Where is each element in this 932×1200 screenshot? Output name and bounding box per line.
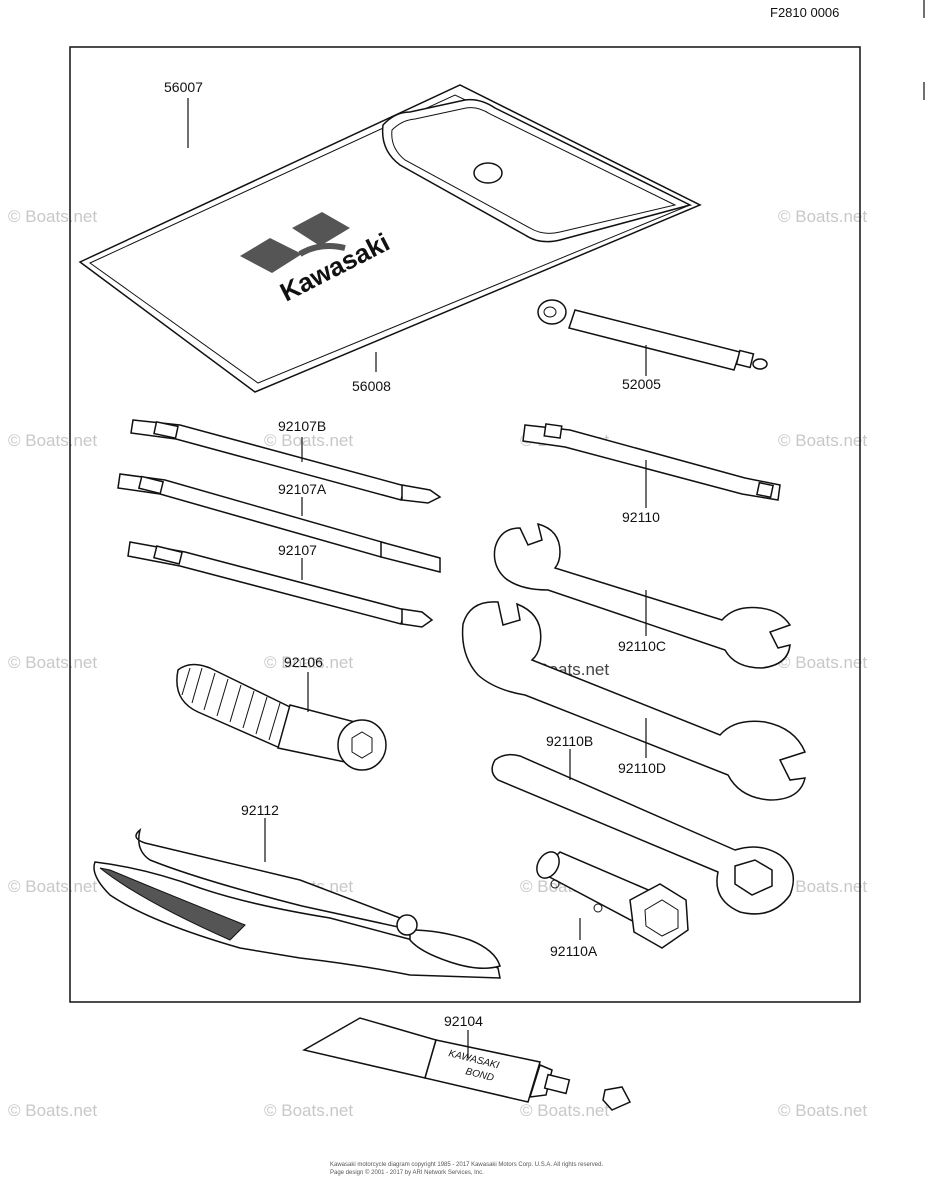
screwdriver-slot xyxy=(137,475,165,495)
wrench-92110[interactable] xyxy=(522,423,781,501)
wrench-body xyxy=(461,601,807,801)
part-label-92107b[interactable]: 92107B xyxy=(278,418,326,434)
grip-ridge xyxy=(203,672,216,711)
part-label-92107[interactable]: 92107 xyxy=(278,542,317,558)
watermark: © Boats.net xyxy=(8,653,97,672)
hex-opening xyxy=(351,731,373,759)
tire-pressure-gauge[interactable] xyxy=(537,299,768,371)
spanner-hole xyxy=(550,879,560,889)
footer-page-design: Page design © 2001 - 2017 by ARI Network… xyxy=(330,1169,484,1176)
open-end-wrench-92110d[interactable] xyxy=(461,601,807,801)
screwdriver-shaft xyxy=(130,419,406,501)
pliers-grip-texture xyxy=(99,867,246,941)
gauge-tip xyxy=(735,349,755,369)
part-label-92110[interactable]: 92110 xyxy=(622,509,660,525)
screwdriver-92107a[interactable] xyxy=(117,473,441,573)
watermark: © Boats.net xyxy=(8,207,97,226)
grip-ridge xyxy=(255,696,268,735)
watermark: © Boats.net xyxy=(778,877,867,896)
watermark: © Boats.net xyxy=(8,431,97,450)
part-label-52005[interactable]: 52005 xyxy=(622,376,661,392)
logo-mark-curve xyxy=(298,243,346,257)
part-label-92106[interactable]: 92106 xyxy=(284,654,323,670)
hex-opening xyxy=(644,899,679,937)
wrench-slot xyxy=(543,423,563,439)
part-label-92110c[interactable]: 92110C xyxy=(618,638,666,654)
pliers-upper-handle xyxy=(135,828,413,931)
logo-mark-right xyxy=(292,212,350,246)
pouch-flap-stitch xyxy=(391,107,677,234)
grip-ridge xyxy=(242,690,255,729)
part-label-92104[interactable]: 92104 xyxy=(444,1013,483,1029)
logo-mark-left xyxy=(240,238,302,273)
gauge-head xyxy=(537,299,567,325)
part-label-92110d[interactable]: 92110D xyxy=(618,760,666,776)
wrench-handle xyxy=(522,424,781,501)
screwdriver-92107b[interactable] xyxy=(130,419,442,504)
pliers-92112[interactable] xyxy=(93,828,501,979)
bond-tube-92104[interactable]: KAWASAKI BOND xyxy=(301,1017,632,1111)
tool-pouch[interactable]: Kawasaki xyxy=(78,84,702,393)
hex-box-end xyxy=(734,859,773,896)
screwdriver-slot xyxy=(153,545,183,565)
phillips-tip xyxy=(401,484,442,504)
watermark: © Boats.net xyxy=(264,653,353,672)
tube-nozzle xyxy=(543,1073,571,1095)
screwdriver-slot xyxy=(153,420,179,440)
grip-ridge xyxy=(229,684,242,723)
grip-ridge xyxy=(181,667,191,696)
watermark: © Boats.net xyxy=(778,1101,867,1120)
watermark: © Boats.net xyxy=(264,431,353,450)
phillips-tip xyxy=(401,608,434,628)
pliers-jaw xyxy=(409,929,501,969)
pliers-lower-handle xyxy=(93,861,501,979)
wrench-body xyxy=(491,753,795,915)
pouch-flap xyxy=(381,98,693,243)
watermark: © Boats.net xyxy=(778,653,867,672)
grip-ridge xyxy=(268,702,281,741)
driver-handle-92106[interactable] xyxy=(176,663,387,771)
box-spanner-92110a[interactable] xyxy=(532,848,689,949)
diagram-frame xyxy=(69,46,861,1003)
part-label-92110a[interactable]: 92110A xyxy=(550,943,598,959)
watermark: © Boats.net xyxy=(8,1101,97,1120)
watermark: © Boats.net xyxy=(778,431,867,450)
spanner-small-end xyxy=(536,851,560,879)
watermark: © Boats.net xyxy=(520,1101,609,1120)
part-label-92112[interactable]: 92112 xyxy=(241,802,279,818)
wrench-body xyxy=(493,522,792,669)
tube-cap xyxy=(602,1086,632,1111)
gauge-body xyxy=(568,309,741,371)
part-label-56007[interactable]: 56007 xyxy=(164,79,203,95)
watermark: © Boats.net xyxy=(8,877,97,896)
figure-code: F2810 0006 xyxy=(770,5,839,20)
watermark: © Boats.net xyxy=(264,1101,353,1120)
part-label-92107a[interactable]: 92107A xyxy=(278,481,327,497)
socket-end xyxy=(337,719,387,771)
tube-label-band xyxy=(424,1039,541,1103)
part-label-56008[interactable]: 56008 xyxy=(352,378,391,394)
pliers-pivot xyxy=(396,914,418,936)
part-label-92110b[interactable]: 92110B xyxy=(546,733,593,749)
grip-ridge xyxy=(216,678,229,717)
pouch-snap-button xyxy=(473,162,503,184)
tube-crimp xyxy=(301,1017,437,1079)
gauge-chuck xyxy=(543,306,557,318)
spanner-hole xyxy=(593,903,603,913)
wrench-slot xyxy=(756,481,774,499)
open-end-wrench-92110c[interactable] xyxy=(493,522,792,669)
grip-ridge xyxy=(191,667,203,704)
watermark: © Boats.net xyxy=(778,207,867,226)
screwdriver-92107[interactable] xyxy=(127,541,434,628)
box-wrench-92110b[interactable] xyxy=(491,753,795,915)
flat-tip xyxy=(380,541,441,573)
screwdriver-shaft xyxy=(127,541,406,625)
gauge-stem xyxy=(752,358,768,370)
spanner-large-end xyxy=(629,883,689,949)
footer-copyright: Kawasaki motorcycle diagram copyright 19… xyxy=(330,1162,603,1168)
